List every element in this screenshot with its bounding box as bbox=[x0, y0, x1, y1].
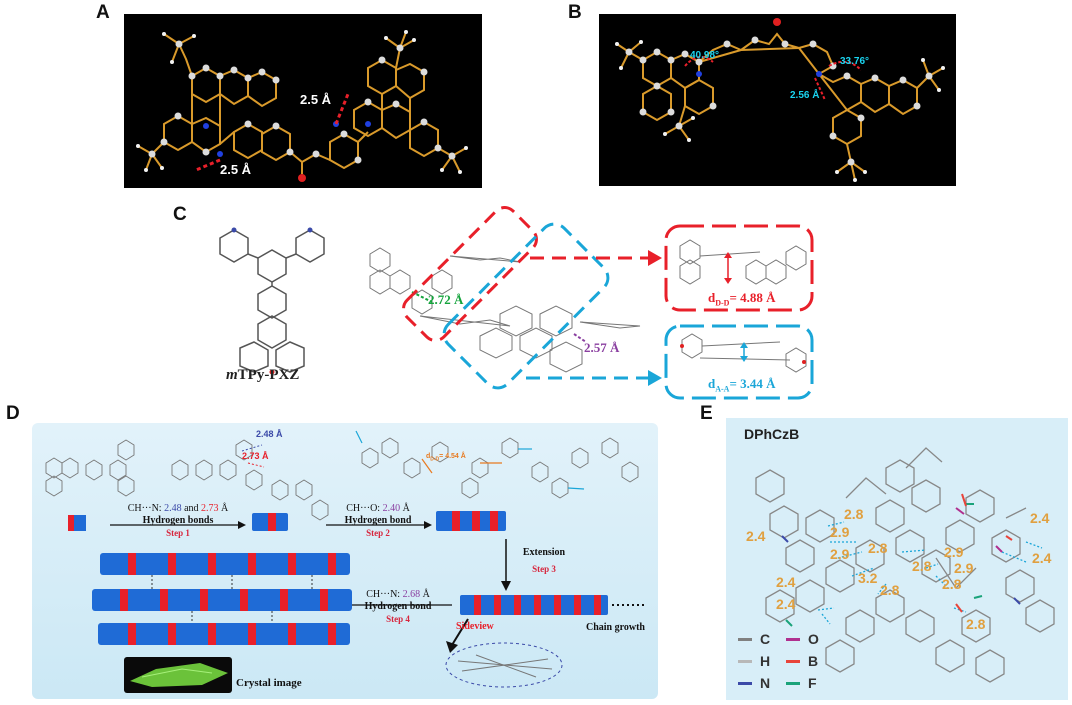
dd-symbol: d bbox=[708, 290, 716, 305]
panel-d-label-orange: dD-D= 4.54 Å bbox=[426, 453, 466, 462]
legend-o: O bbox=[808, 631, 819, 647]
molecule-name-prefix: m bbox=[226, 367, 238, 383]
chain-growth-label: Chain growth bbox=[586, 622, 645, 633]
panel-e-dist-12: 2.4 bbox=[746, 528, 766, 544]
panel-label-a: A bbox=[96, 2, 110, 23]
panel-b-angle-1: 40.98° bbox=[690, 50, 720, 61]
panel-e-dist-9: 3.2 bbox=[858, 570, 878, 586]
step4-title: Hydrogen bond bbox=[364, 601, 432, 612]
panel-c-dd-label: dD-D= 4.88 Å bbox=[708, 290, 776, 308]
legend-swatch-h bbox=[738, 659, 752, 663]
panel-e-dist-7: 2.9 bbox=[954, 560, 974, 576]
aa-value: = 3.44 Å bbox=[729, 376, 776, 391]
step2-step: Step 2 bbox=[366, 528, 390, 538]
panel-c-distance-green: 2.72 Å bbox=[428, 292, 464, 307]
panel-a-crystal-structure: 2.5 Å 2.5 Å bbox=[124, 14, 482, 188]
aa-subscript: A-A bbox=[715, 384, 730, 394]
step2-v1: 2.40 bbox=[382, 503, 401, 514]
panel-e-dist-6: 2.9 bbox=[944, 544, 964, 560]
panel-e-dist-13: 2.4 bbox=[1032, 550, 1052, 566]
molecule-name-main: TPy-PXZ bbox=[237, 367, 300, 383]
legend-c: C bbox=[760, 631, 771, 647]
panel-e-dist-14: 2.4 bbox=[776, 574, 796, 590]
panel-e-title: DPhCzB bbox=[744, 426, 800, 442]
panel-a-distance-2: 2.5 Å bbox=[300, 92, 332, 107]
sideview-label: Sideview bbox=[456, 621, 494, 632]
panel-e-packing: DPhCzB bbox=[726, 418, 1068, 700]
step-1-label: CH···N: 2.48 and 2.73 Å Hydrogen bonds S… bbox=[112, 503, 244, 539]
legend-swatch-c bbox=[738, 637, 752, 641]
panel-c-aa-label: dA-A= 3.44 Å bbox=[708, 376, 776, 394]
panel-d-drawing bbox=[45, 430, 644, 693]
step1-pre: CH···N: bbox=[127, 503, 165, 514]
step4-pre: CH···N: bbox=[366, 589, 403, 600]
panel-b-angle-2: 33.76° bbox=[840, 56, 870, 67]
legend-f: F bbox=[808, 675, 817, 691]
orange-value: = 4.54 Å bbox=[439, 453, 466, 460]
panel-label-b: B bbox=[568, 2, 582, 23]
step2-pre: CH···O: bbox=[346, 503, 383, 514]
panel-e-dist-1: 2.8 bbox=[844, 506, 864, 522]
step1-v2: 2.73 bbox=[201, 503, 219, 514]
element-legend: C O H B N F bbox=[738, 628, 834, 694]
panel-e-drawing bbox=[755, 447, 1055, 683]
panel-e-dist-8: 2.8 bbox=[942, 576, 962, 592]
panel-e-dist-16: 2.8 bbox=[966, 616, 986, 632]
panel-c-distance-purple: 2.57 Å bbox=[584, 340, 620, 355]
panel-e-dist-15: 2.4 bbox=[776, 596, 796, 612]
step-3-label: Extension Step 3 bbox=[514, 547, 574, 575]
panel-d-label-red: 2.73 Å bbox=[242, 451, 269, 461]
panel-a-molecule-drawing bbox=[136, 30, 468, 182]
panel-e-dist-4: 2.8 bbox=[868, 540, 888, 556]
step-4-label: CH···N: 2.68 Å Hydrogen bond Step 4 bbox=[346, 589, 450, 625]
panel-b-molecule-drawing bbox=[615, 18, 945, 182]
panel-label-e: E bbox=[700, 403, 713, 424]
panel-b-distance: 2.56 Å bbox=[790, 90, 820, 101]
orange-symbol: d bbox=[426, 453, 431, 460]
step2-post: Å bbox=[400, 503, 410, 514]
aa-symbol: d bbox=[708, 376, 716, 391]
step1-v1: 2.48 bbox=[164, 503, 182, 514]
panel-e-dist-2: 2.9 bbox=[830, 524, 850, 540]
panel-e-dist-3: 2.9 bbox=[830, 546, 850, 562]
panel-d-label-blue: 2.48 Å bbox=[256, 429, 283, 439]
legend-swatch-b bbox=[786, 659, 800, 663]
panel-c-molecule-name: mTPy-PXZ bbox=[226, 367, 299, 384]
legend-swatch-n bbox=[738, 681, 752, 685]
panel-c-structure-drawing bbox=[219, 206, 814, 400]
step4-step: Step 4 bbox=[386, 614, 410, 624]
step1-mid: and bbox=[181, 503, 202, 514]
crystal-image-label: Crystal image bbox=[236, 677, 302, 689]
panel-e-dist-10: 2.8 bbox=[880, 582, 900, 598]
panel-e-dist-11: 2.4 bbox=[1030, 510, 1050, 526]
step1-step: Step 1 bbox=[166, 528, 190, 538]
step3-title: Extension bbox=[522, 547, 566, 558]
step-2-label: CH···O: 2.40 Å Hydrogen bond Step 2 bbox=[328, 503, 428, 539]
panel-label-d: D bbox=[6, 403, 20, 424]
panel-b-crystal-structure: 40.98° 33.76° 2.56 Å bbox=[599, 14, 956, 186]
panel-a-distance-1: 2.5 Å bbox=[220, 162, 252, 177]
panel-e-dist-5: 2.8 bbox=[912, 558, 932, 574]
step4-post: Å bbox=[420, 589, 430, 600]
step4-v1: 2.68 bbox=[402, 589, 421, 600]
legend-swatch-f bbox=[786, 681, 800, 685]
legend-n: N bbox=[760, 675, 771, 691]
step1-title: Hydrogen bonds bbox=[142, 515, 214, 526]
step3-step: Step 3 bbox=[532, 564, 556, 574]
dd-value: = 4.88 Å bbox=[729, 290, 776, 305]
dd-subscript: D-D bbox=[715, 298, 730, 308]
legend-swatch-o bbox=[786, 637, 800, 641]
step2-title: Hydrogen bond bbox=[344, 515, 412, 526]
orange-subscript: D-D bbox=[430, 456, 440, 463]
panel-label-c: C bbox=[173, 204, 187, 225]
step1-post: Å bbox=[218, 503, 229, 514]
legend-b: B bbox=[808, 653, 819, 669]
legend-h: H bbox=[760, 653, 771, 669]
panel-d-assembly-scheme: 2.48 Å 2.73 Å dD-D= 4.54 Å CH···N: 2.48 … bbox=[32, 423, 658, 699]
